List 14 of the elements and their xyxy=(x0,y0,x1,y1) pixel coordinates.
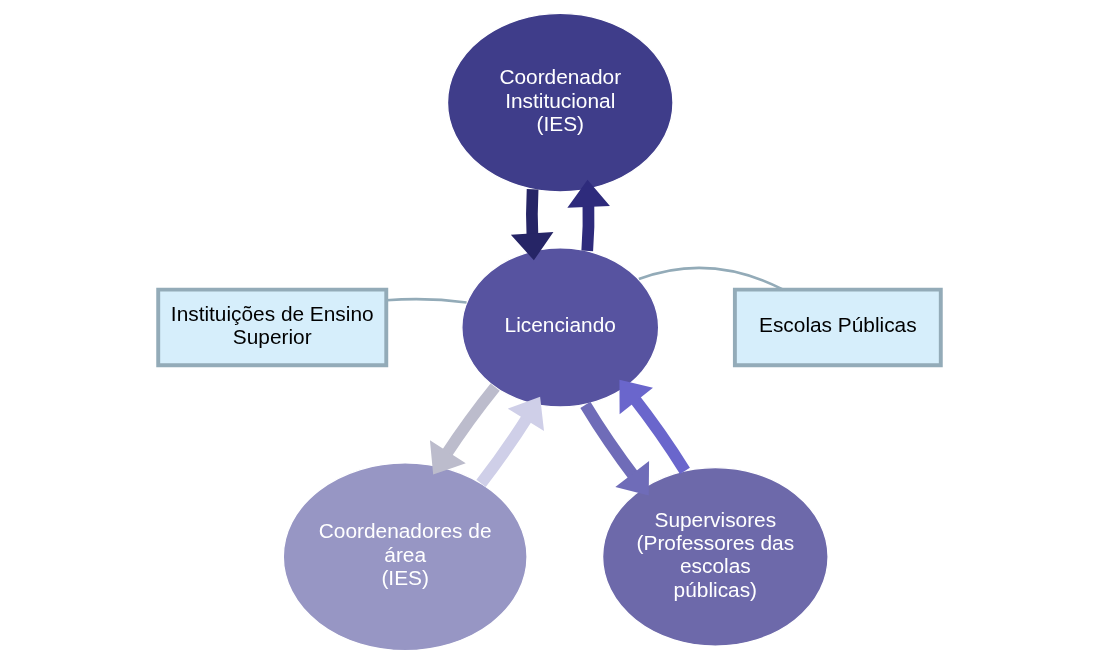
arrow xyxy=(429,383,500,475)
arrow xyxy=(579,401,649,496)
connector xyxy=(637,266,783,291)
arrow xyxy=(510,188,553,261)
node-box: Instituições de Ensino Superior xyxy=(155,287,388,368)
node-box: Escolas Públicas xyxy=(732,287,943,368)
node-ellipse: Supervisores (Professores das escolas públicas) xyxy=(601,466,829,647)
connector xyxy=(385,297,467,304)
node-ellipse: Licenciando xyxy=(460,247,659,408)
arrow xyxy=(475,396,544,487)
node-ellipse: Coordenadores de área (IES) xyxy=(282,462,528,652)
arrow xyxy=(566,179,610,252)
node-ellipse: Coordenador Institucional (IES) xyxy=(446,12,674,193)
arrow xyxy=(618,379,690,474)
